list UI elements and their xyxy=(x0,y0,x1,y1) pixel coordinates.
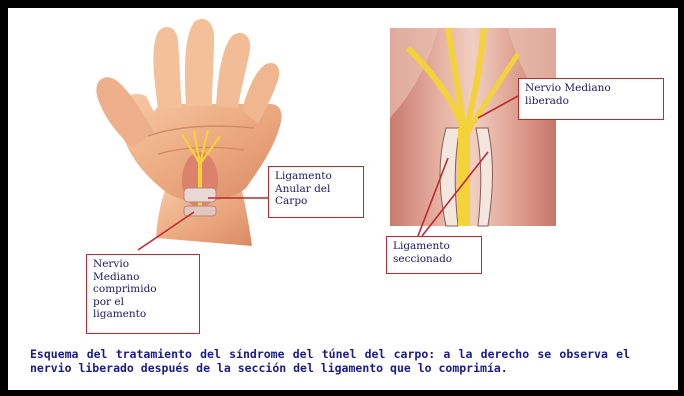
label-line: por el xyxy=(93,296,193,309)
figure-frame: Ligamento Anular del Carpo Nervio Median… xyxy=(8,8,678,390)
label-line: Carpo xyxy=(275,195,357,208)
label-line: seccionado xyxy=(393,253,475,266)
label-line: Anular del xyxy=(275,183,357,196)
label-line: ligamento xyxy=(93,308,193,321)
label-line: liberado xyxy=(525,95,657,108)
surgical-detail-image xyxy=(390,28,556,226)
label-line: Nervio Mediano xyxy=(525,82,657,95)
label-nervio-liberado: Nervio Mediano liberado xyxy=(518,78,664,120)
label-line: Ligamento xyxy=(393,240,475,253)
label-line: Ligamento xyxy=(275,170,357,183)
label-line: Nervio xyxy=(93,258,193,271)
label-line: Mediano xyxy=(93,271,193,284)
label-ligamento-anular: Ligamento Anular del Carpo xyxy=(268,166,364,218)
hand-illustration xyxy=(96,19,281,246)
label-nervio-comprimido: Nervio Mediano comprimido por el ligamen… xyxy=(86,254,200,334)
figure-caption: Esquema del tratamiento del síndrome del… xyxy=(30,348,630,375)
label-ligamento-seccionado: Ligamento seccionado xyxy=(386,236,482,274)
label-line: comprimido xyxy=(93,283,193,296)
